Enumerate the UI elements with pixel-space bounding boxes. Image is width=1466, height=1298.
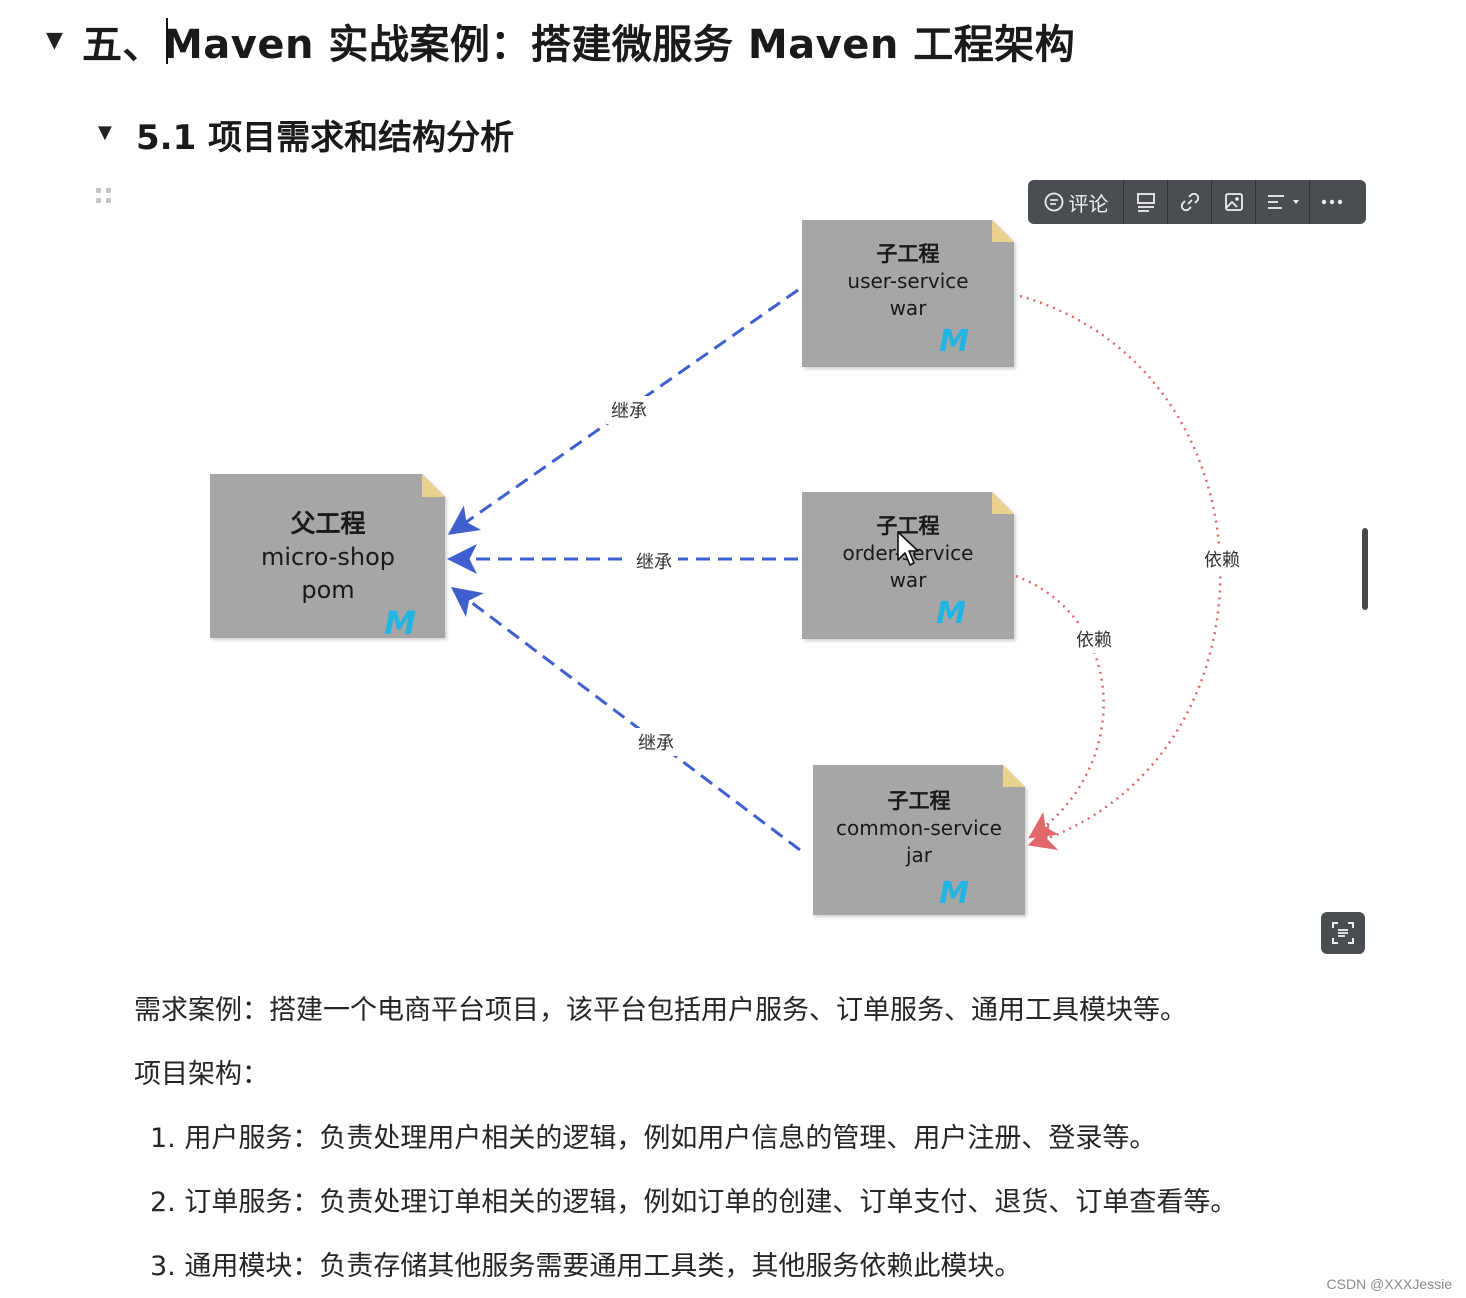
node-common-service: 子工程 common-service jar M bbox=[813, 765, 1025, 915]
maven-logo-icon: M bbox=[384, 604, 416, 642]
more-icon bbox=[1321, 199, 1343, 205]
edge-depend-user bbox=[1019, 294, 1222, 850]
watermark: CSDN @XXXJessie bbox=[1326, 1276, 1452, 1292]
edge-label-inherit-user: 继承 bbox=[611, 401, 647, 422]
comment-icon bbox=[1044, 192, 1063, 212]
svg-text:父工程: 父工程 bbox=[290, 509, 365, 538]
node-user-service: 子工程 user-service war M bbox=[802, 220, 1014, 367]
heading2-toggle-icon[interactable]: ▼ bbox=[98, 122, 112, 143]
image-button[interactable] bbox=[1212, 180, 1256, 224]
requirement-text: 需求案例：搭建一个电商平台项目，该平台包括用户服务、订单服务、通用工具模块等。 bbox=[134, 995, 1187, 1026]
align-button[interactable] bbox=[1256, 180, 1310, 224]
heading-2: 5.1 项目需求和结构分析 bbox=[136, 118, 515, 158]
caption-icon bbox=[1136, 193, 1155, 212]
architecture-title: 项目架构： bbox=[134, 1059, 269, 1090]
list-item: 1. 用户服务：负责处理用户相关的逻辑，例如用户信息的管理、用户注册、登录等。 bbox=[150, 1123, 1157, 1154]
svg-text:子工程: 子工程 bbox=[877, 242, 940, 266]
edge-label-inherit-order: 继承 bbox=[636, 552, 672, 573]
svg-text:war: war bbox=[890, 296, 928, 320]
svg-text:common-service: common-service bbox=[836, 816, 1002, 840]
node-parent-micro-shop: 父工程 micro-shop pom M bbox=[210, 474, 445, 642]
chevron-down-icon bbox=[1292, 200, 1299, 204]
caption-button[interactable] bbox=[1124, 180, 1168, 224]
scrollbar-thumb[interactable] bbox=[1362, 528, 1368, 610]
text-cursor bbox=[166, 18, 168, 64]
svg-text:war: war bbox=[890, 568, 928, 592]
comment-button[interactable]: 评论 bbox=[1028, 180, 1124, 224]
svg-text:user-service: user-service bbox=[847, 269, 968, 293]
svg-text:子工程: 子工程 bbox=[888, 789, 951, 813]
comment-label: 评论 bbox=[1068, 191, 1109, 216]
scan-text-icon bbox=[1332, 922, 1354, 944]
link-button[interactable] bbox=[1168, 180, 1212, 224]
align-icon bbox=[1267, 195, 1284, 209]
edge-label-inherit-common: 继承 bbox=[638, 733, 674, 754]
heading1-toggle-icon[interactable]: ▼ bbox=[46, 28, 63, 53]
edge-label-depend-user: 依赖 bbox=[1204, 550, 1240, 571]
list-item: 3. 通用模块：负责存储其他服务需要通用工具类，其他服务依赖此模块。 bbox=[150, 1251, 1022, 1282]
list-item: 2. 订单服务：负责处理订单相关的逻辑，例如订单的创建、订单支付、退货、订单查看… bbox=[150, 1187, 1238, 1218]
ocr-button[interactable] bbox=[1321, 912, 1365, 954]
maven-logo-icon: M bbox=[939, 324, 969, 359]
svg-text:子工程: 子工程 bbox=[877, 514, 940, 538]
edge-inherit-common bbox=[451, 586, 801, 852]
more-button[interactable] bbox=[1310, 180, 1354, 224]
maven-logo-icon: M bbox=[936, 596, 966, 631]
heading-1: 五、Maven 实战案例：搭建微服务 Maven 工程架构 bbox=[82, 22, 1076, 68]
svg-text:micro-shop: micro-shop bbox=[261, 543, 395, 571]
svg-text:pom: pom bbox=[301, 576, 354, 604]
edge-depend-order bbox=[1015, 574, 1105, 839]
edge-label-depend-order: 依赖 bbox=[1076, 630, 1112, 651]
drag-handle-icon[interactable] bbox=[96, 188, 116, 208]
image-icon bbox=[1224, 193, 1243, 211]
link-icon bbox=[1180, 192, 1199, 212]
svg-text:jar: jar bbox=[905, 843, 933, 867]
mouse-cursor-icon bbox=[897, 531, 919, 566]
image-toolbar: 评论 bbox=[1028, 180, 1366, 224]
maven-logo-icon: M bbox=[939, 876, 969, 911]
node-order-service: 子工程 order-service war M bbox=[802, 492, 1014, 639]
